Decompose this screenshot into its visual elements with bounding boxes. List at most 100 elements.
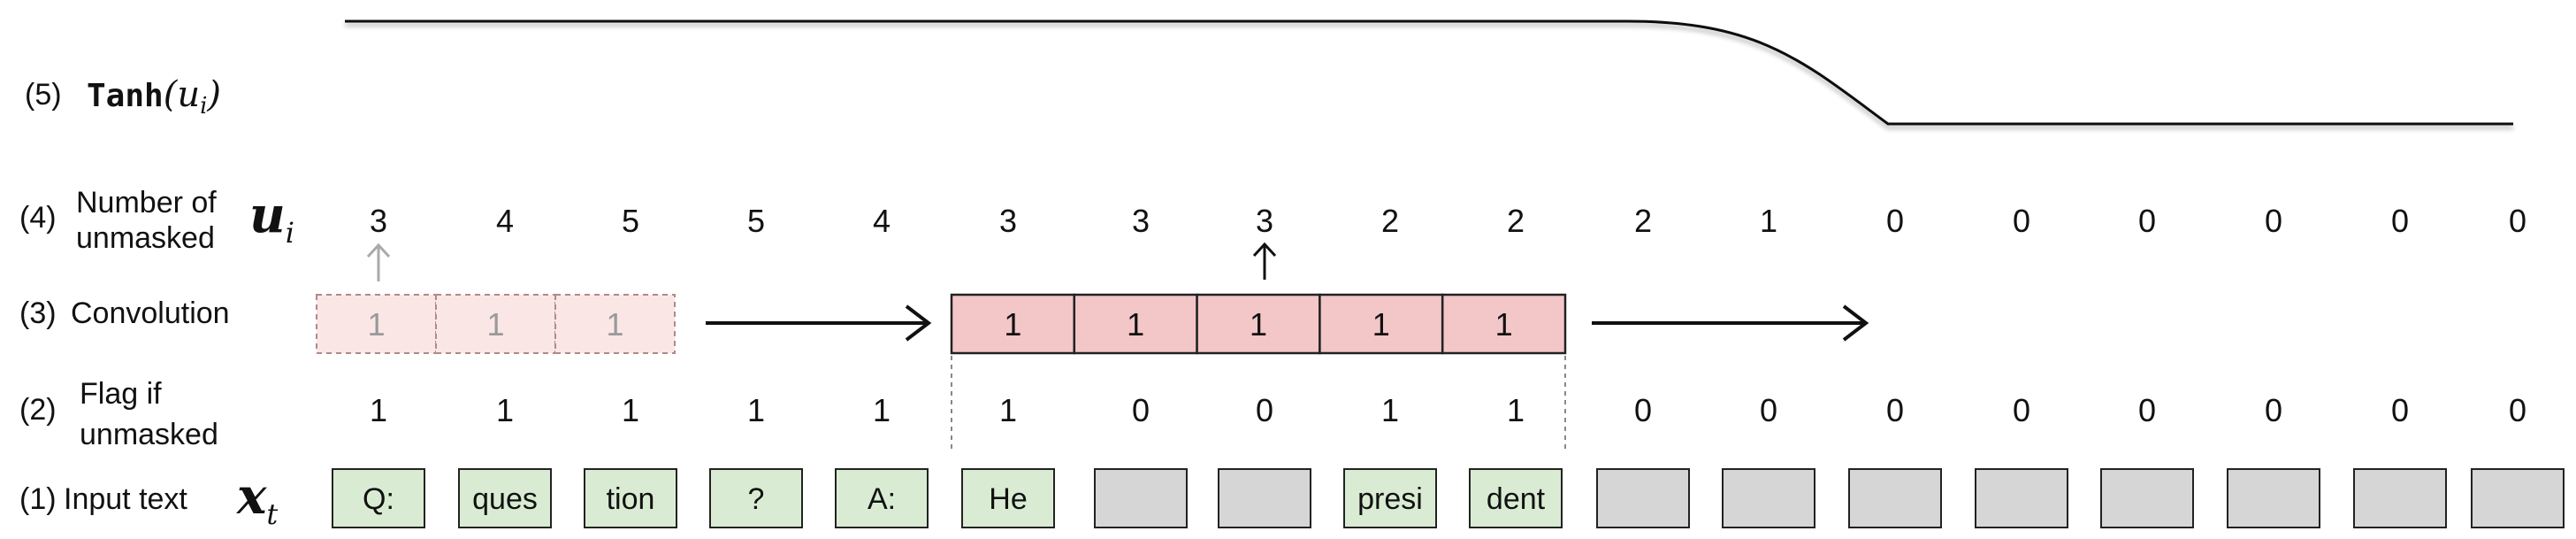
token-box [961,468,1055,528]
u-i-symbol: ui [249,186,294,250]
masked-token [2471,468,2565,528]
token-box [1975,468,2068,528]
flag-value: 0 [2509,392,2526,428]
x-sub: t [266,497,278,531]
tanh-sub: i [200,93,207,119]
flag-value: 1 [622,392,639,428]
unmasked-count-value: 0 [2265,203,2282,239]
active-kernel-value: 1 [1127,306,1144,343]
flag-value: 0 [1634,392,1652,428]
token-box [1218,468,1311,528]
row4-index: (4) [19,201,57,235]
flag-value: 0 [2391,392,2409,428]
masked-token [2353,468,2447,528]
flag-value: 0 [1760,392,1777,428]
slide-arrowhead-1 [905,304,932,342]
unmasked-count-value: 2 [1634,203,1652,239]
flag-value: 1 [496,392,514,428]
unmasked-count-value: 4 [873,203,891,239]
flag-value: 0 [2013,392,2030,428]
faded-kernel-cell [554,294,676,354]
x-var: x [236,467,267,526]
unmasked-count-value: 2 [1381,203,1399,239]
masked-token [2100,468,2194,528]
token-text: He [989,482,1027,516]
active-kernel-value: 1 [1372,306,1390,343]
unmasked-count-value: 0 [2013,203,2030,239]
flag-value: 1 [370,392,387,428]
tanh-close: ) [206,74,221,115]
active-kernel-cell [1196,293,1321,355]
token-box [2471,468,2565,528]
row1-label: Input text [64,482,187,516]
input-token: dent [1469,468,1563,528]
tanh-open: ( [164,74,179,115]
faded-up-arrowhead [366,243,391,258]
token-box [584,468,677,528]
token-box [1094,468,1188,528]
u-var: u [249,186,286,244]
flag-value: 0 [2138,392,2156,428]
faded-kernel-value: 1 [486,306,504,343]
flag-value: 0 [2265,392,2282,428]
input-token: A: [835,468,929,528]
row4-label-line1: Number of [76,186,217,219]
row2-index: (2) [19,393,57,427]
token-box [332,468,425,528]
masked-token [2227,468,2320,528]
row5-index: (5) [25,78,62,112]
token-box [709,468,803,528]
faded-kernel-cell [316,294,437,354]
token-box [1848,468,1942,528]
active-kernel-value: 1 [1250,306,1267,343]
tanh-curve [345,19,2513,126]
unmasked-count-value: 3 [999,203,1017,239]
u-sub: i [286,216,294,250]
masked-token [1848,468,1942,528]
masked-token [1094,468,1188,528]
token-box [1469,468,1563,528]
x-t-symbol: xt [236,467,278,531]
flag-value: 1 [1381,392,1399,428]
token-text: ques [472,482,538,516]
token-box [835,468,929,528]
token-box [1722,468,1815,528]
active-up-arrowhead [1252,242,1277,258]
flag-value: 0 [1256,392,1273,428]
token-text: ? [748,482,765,516]
unmasked-count-value: 4 [496,203,514,239]
row3-label: Convolution [71,296,230,330]
unmasked-count-value: 0 [2509,203,2526,239]
token-text: tion [607,482,655,516]
flag-value: 1 [873,392,891,428]
masked-token [1975,468,2068,528]
token-box [1596,468,1690,528]
flag-value: 1 [1507,392,1525,428]
unmasked-count-value: 1 [1760,203,1777,239]
active-kernel-cell [950,293,1076,355]
unmasked-count-value: 0 [2391,203,2409,239]
active-kernel-value: 1 [1495,306,1513,343]
flag-value: 0 [1886,392,1904,428]
unmasked-count-value: 5 [622,203,639,239]
token-text: presi [1357,482,1423,516]
tanh-func: Tanh [87,78,164,114]
flag-value: 1 [747,392,765,428]
slide-arrowhead-2 [1842,304,1869,342]
unmasked-count-value: 2 [1507,203,1525,239]
token-text: A: [868,482,896,516]
token-box [458,468,552,528]
faded-kernel-value: 1 [367,306,385,343]
row1-index: (1) [19,482,57,516]
input-token: He [961,468,1055,528]
tanh-formula: Tanh(ui) [87,74,221,119]
row2-label-line2: unmasked [80,418,218,451]
token-box [2227,468,2320,528]
masked-token [1596,468,1690,528]
row2-label-line1: Flag if [80,377,162,411]
